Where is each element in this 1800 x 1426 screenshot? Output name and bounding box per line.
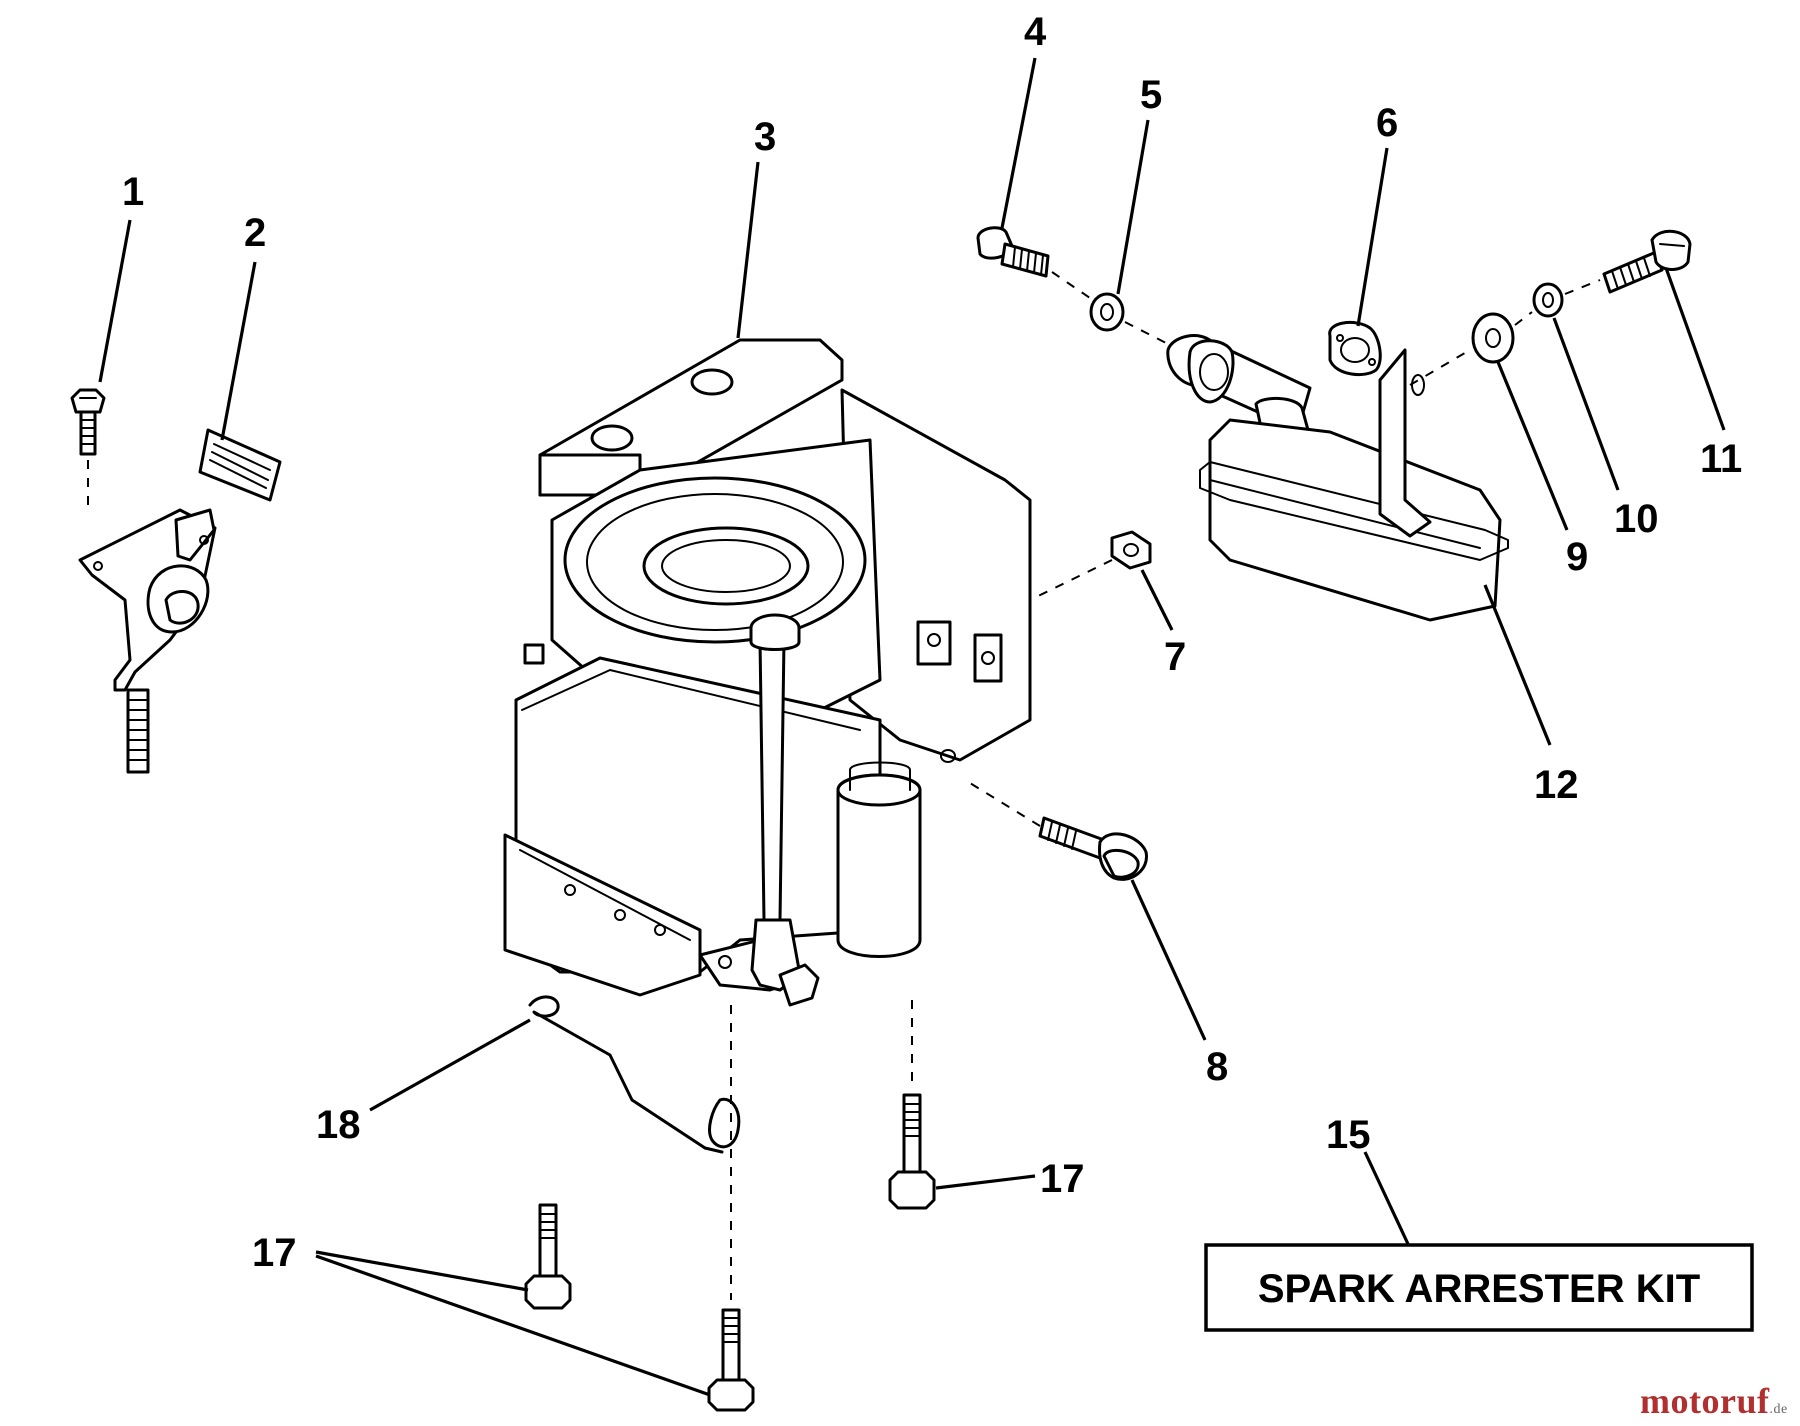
leader-17-left-a — [315, 1250, 529, 1292]
callout-6: 6 — [1376, 101, 1398, 145]
part-11-bolt — [1602, 229, 1692, 294]
leader-12 — [1483, 584, 1552, 746]
leader-10 — [1552, 317, 1620, 491]
part-5-lock-washer — [1089, 292, 1125, 332]
callout-7: 7 — [1164, 635, 1186, 679]
callout-2: 2 — [244, 211, 266, 255]
part-17-mounting-bolt-left-lower — [707, 1308, 755, 1412]
part-8-bolt — [1038, 816, 1148, 881]
leader-17-right — [935, 1174, 1036, 1190]
callout-15: 15 — [1326, 1113, 1371, 1157]
callout-17-right: 17 — [1040, 1157, 1085, 1201]
leader-15 — [1363, 1151, 1410, 1245]
leader-4 — [1000, 57, 1037, 229]
leader-5 — [1116, 119, 1150, 295]
leader-11 — [1664, 267, 1726, 431]
part-1-hex-bolt — [70, 388, 106, 456]
callout-9: 9 — [1566, 535, 1588, 579]
leader-8 — [1130, 879, 1207, 1041]
watermark-tld: .de — [1769, 1402, 1788, 1417]
leader-6 — [1356, 147, 1389, 327]
part-17-mounting-bolt-right — [888, 1093, 936, 1210]
part-17-mounting-bolt-left-upper — [524, 1203, 572, 1310]
leader-2 — [220, 261, 257, 441]
leader-18 — [369, 1018, 531, 1112]
watermark-logo: motoruf.de — [1640, 1380, 1788, 1422]
part-3-engine — [503, 338, 1032, 1007]
part-7-hex-nut — [1110, 530, 1152, 570]
leader-17-left-b — [315, 1254, 711, 1397]
part-9-washer — [1471, 312, 1515, 364]
part-2-throttle-bracket — [78, 428, 282, 774]
callout-17-left: 17 — [252, 1231, 297, 1275]
callout-3: 3 — [754, 115, 776, 159]
part-4-bolt — [976, 226, 1050, 278]
leader-9 — [1496, 361, 1569, 531]
part-6-gasket — [1328, 320, 1382, 377]
watermark-brand: motoruf — [1640, 1381, 1770, 1421]
leader-3 — [736, 161, 760, 339]
callout-10: 10 — [1614, 497, 1659, 541]
leader-7 — [1140, 569, 1174, 631]
leader-1 — [98, 219, 132, 383]
spark-arrester-kit-label: SPARK ARRESTER KIT — [1258, 1267, 1700, 1311]
callout-8: 8 — [1206, 1045, 1228, 1089]
callout-18: 18 — [316, 1103, 361, 1147]
callout-4: 4 — [1024, 10, 1047, 54]
part-10-lock-washer — [1532, 282, 1564, 318]
spark-arrester-kit-box: SPARK ARRESTER KIT — [1204, 1243, 1754, 1332]
callout-5: 5 — [1140, 73, 1162, 117]
callout-11: 11 — [1700, 437, 1742, 481]
callout-1: 1 — [122, 170, 144, 214]
part-18-rod — [528, 995, 741, 1154]
part-12-muffler — [1166, 334, 1509, 622]
callout-12: 12 — [1534, 763, 1579, 807]
